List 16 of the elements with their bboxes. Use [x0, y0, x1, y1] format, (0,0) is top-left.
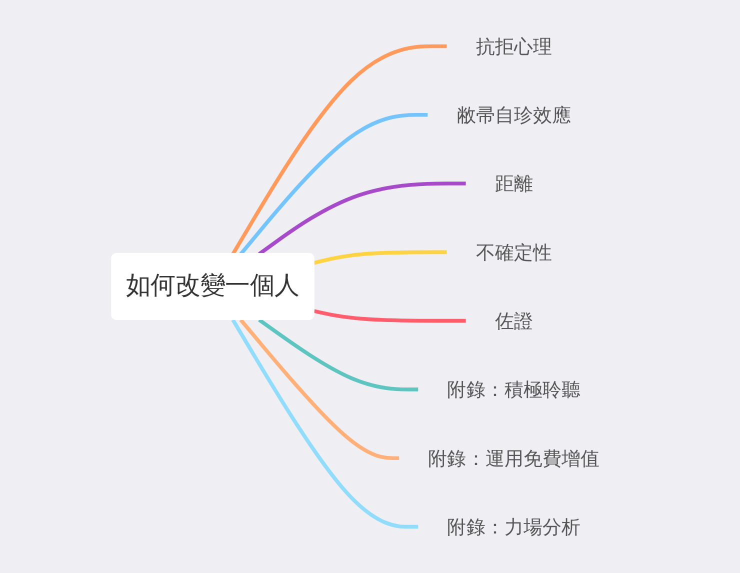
node-text: 距離 — [494, 172, 534, 195]
connector — [239, 112, 428, 256]
connector — [231, 318, 419, 529]
connector — [231, 44, 448, 256]
node-text: 不確定性 — [476, 240, 552, 264]
connector — [239, 318, 400, 460]
node-text: 佐證 — [494, 309, 534, 332]
connector — [258, 318, 419, 392]
node-text: 抗拒心理 — [476, 34, 552, 58]
connector — [314, 250, 448, 265]
node-text: 附錄：運用免費增值 — [428, 446, 600, 470]
connector — [314, 309, 466, 323]
node-text: 敝帚自珍效應 — [456, 103, 572, 126]
node-text: 附錄：力場分析 — [447, 515, 581, 538]
node-text: 附錄：積極聆聽 — [447, 378, 581, 401]
connector — [258, 182, 466, 256]
